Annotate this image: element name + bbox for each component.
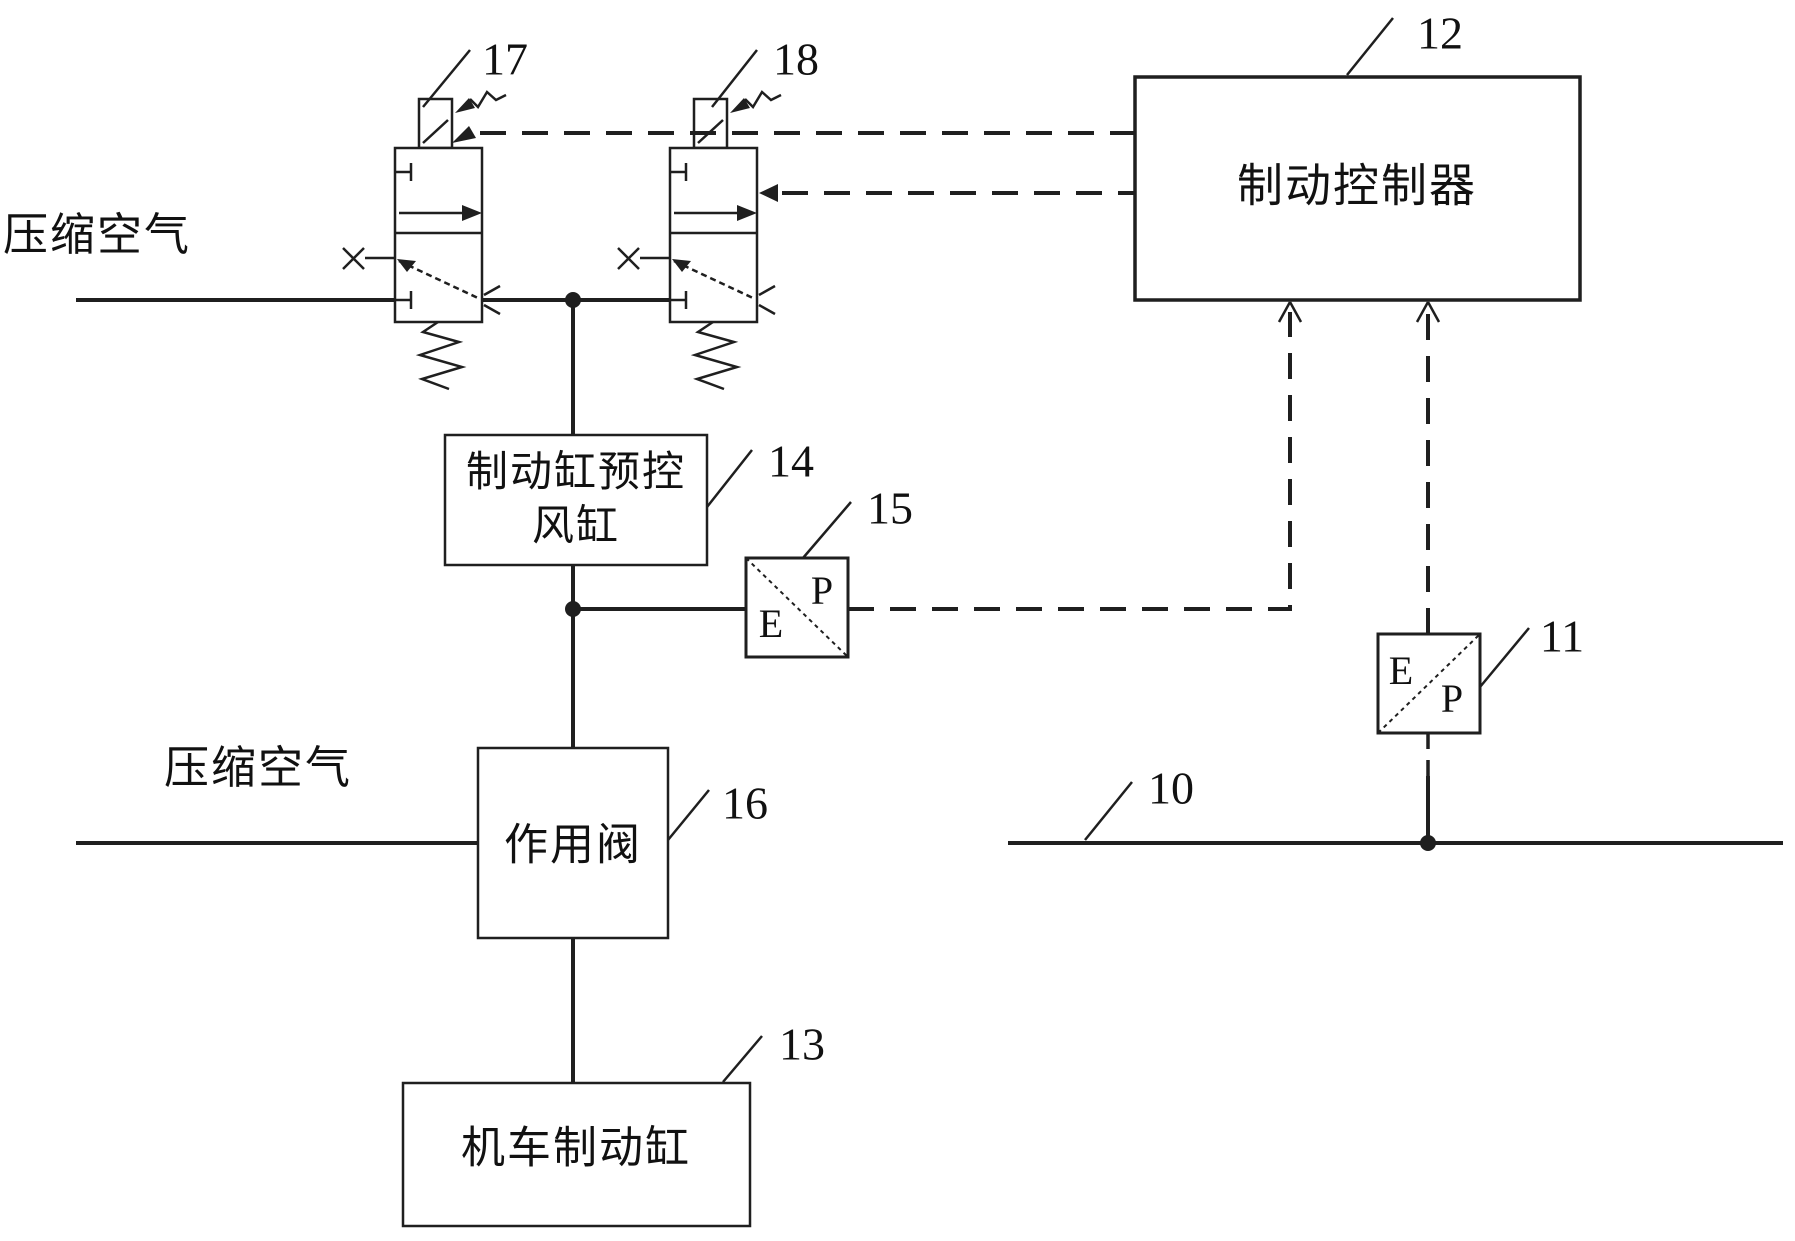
ref-number-18: 18 (773, 33, 819, 85)
solenoid-valve-18-symbol (616, 90, 783, 391)
compressed-air-label-top: 压缩空气 (2, 210, 192, 261)
ref-number-11: 11 (1539, 610, 1585, 662)
ep11-feedback-dashed-line (1415, 301, 1441, 634)
ep11-letter-p: P (1440, 676, 1464, 721)
compressed-air-label-bottom: 压缩空气 (163, 743, 353, 794)
ref-number-14: 14 (768, 435, 814, 487)
junction-dot-middle (565, 601, 581, 617)
spine-pipe (571, 300, 746, 1083)
junction-dot-pipe10 (1420, 835, 1436, 851)
acting-valve-label: 作用阀 (504, 820, 642, 870)
ep-valve-11-symbol (1376, 632, 1482, 735)
precontrol-reservoir-box (443, 433, 709, 567)
pilot-dashed-line-17 (452, 126, 1135, 143)
ep15-letter-e: E (758, 601, 784, 646)
ref-number-13: 13 (779, 1018, 825, 1070)
brake-controller-label: 制动控制器 (1237, 160, 1477, 212)
solenoid-valve-17-symbol (341, 90, 508, 391)
acting-valve-box (476, 746, 670, 940)
ep15-letter-p: P (810, 568, 834, 613)
brake-cylinder-label: 机车制动缸 (461, 1123, 691, 1173)
ref-number-17: 17 (482, 33, 528, 85)
ep-valve-15-symbol (744, 556, 850, 659)
ref-number-12: 12 (1417, 7, 1463, 59)
brake-cylinder-box (401, 1081, 752, 1228)
pilot-dashed-line-18 (759, 184, 1135, 202)
precontrol-reservoir-label-line1: 制动缸预控 (465, 449, 687, 496)
ref-number-16: 16 (722, 777, 768, 829)
junction-dot-top (565, 292, 581, 308)
ep11-letter-e: E (1388, 648, 1414, 693)
precontrol-reservoir-label-line2: 风缸 (531, 503, 621, 550)
ep15-feedback-dashed-line (848, 301, 1303, 611)
ref-number-10: 10 (1148, 762, 1194, 814)
reference-leaders (422, 17, 1530, 1083)
ref-number-15: 15 (867, 482, 913, 534)
brake-controller-box (1133, 75, 1582, 302)
